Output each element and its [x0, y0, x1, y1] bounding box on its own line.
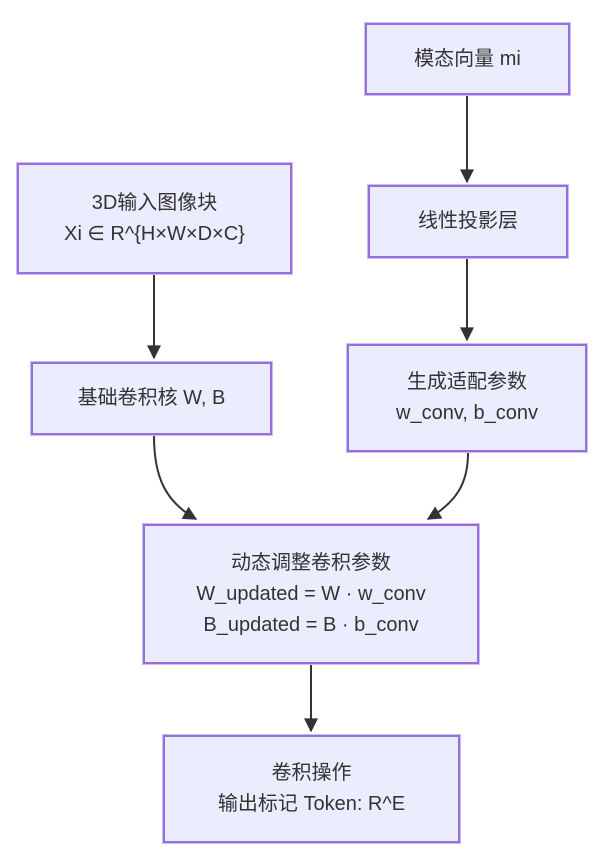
node-base-conv-kernel: 基础卷积核 W, B: [31, 362, 272, 435]
arrow-adapt-to-dynamic: [426, 452, 469, 520]
node-label: Xi ∈ R^{H×W×D×C}: [64, 222, 245, 245]
node-label: 模态向量 mi: [414, 47, 521, 70]
node-label: 卷积操作: [271, 762, 352, 784]
node-label: 线性投影层: [418, 210, 518, 232]
node-label: 输出标记 Token: R^E: [217, 793, 406, 815]
node-label: B_updated = B · b_conv: [203, 613, 419, 636]
node-conv-operation: 卷积操作 输出标记 Token: R^E: [163, 735, 460, 843]
node-modal-vector: 模态向量 mi: [365, 23, 570, 95]
node-label: W_updated = W · w_conv: [196, 582, 426, 605]
node-label: w_conv, b_conv: [396, 402, 538, 424]
node-adapt-params: 生成适配参数 w_conv, b_conv: [347, 344, 587, 452]
arrow-kernel-to-dynamic: [153, 435, 198, 520]
node-label: 3D输入图像块: [91, 191, 218, 214]
node-label: 动态调整卷积参数: [231, 551, 391, 574]
node-linear-projection: 线性投影层: [368, 185, 568, 258]
node-label: 生成适配参数: [407, 371, 527, 393]
node-label: 基础卷积核 W, B: [77, 387, 226, 409]
node-input-patch: 3D输入图像块 Xi ∈ R^{H×W×D×C}: [17, 163, 292, 274]
node-dynamic-adjust: 动态调整卷积参数 W_updated = W · w_conv B_update…: [143, 524, 479, 664]
